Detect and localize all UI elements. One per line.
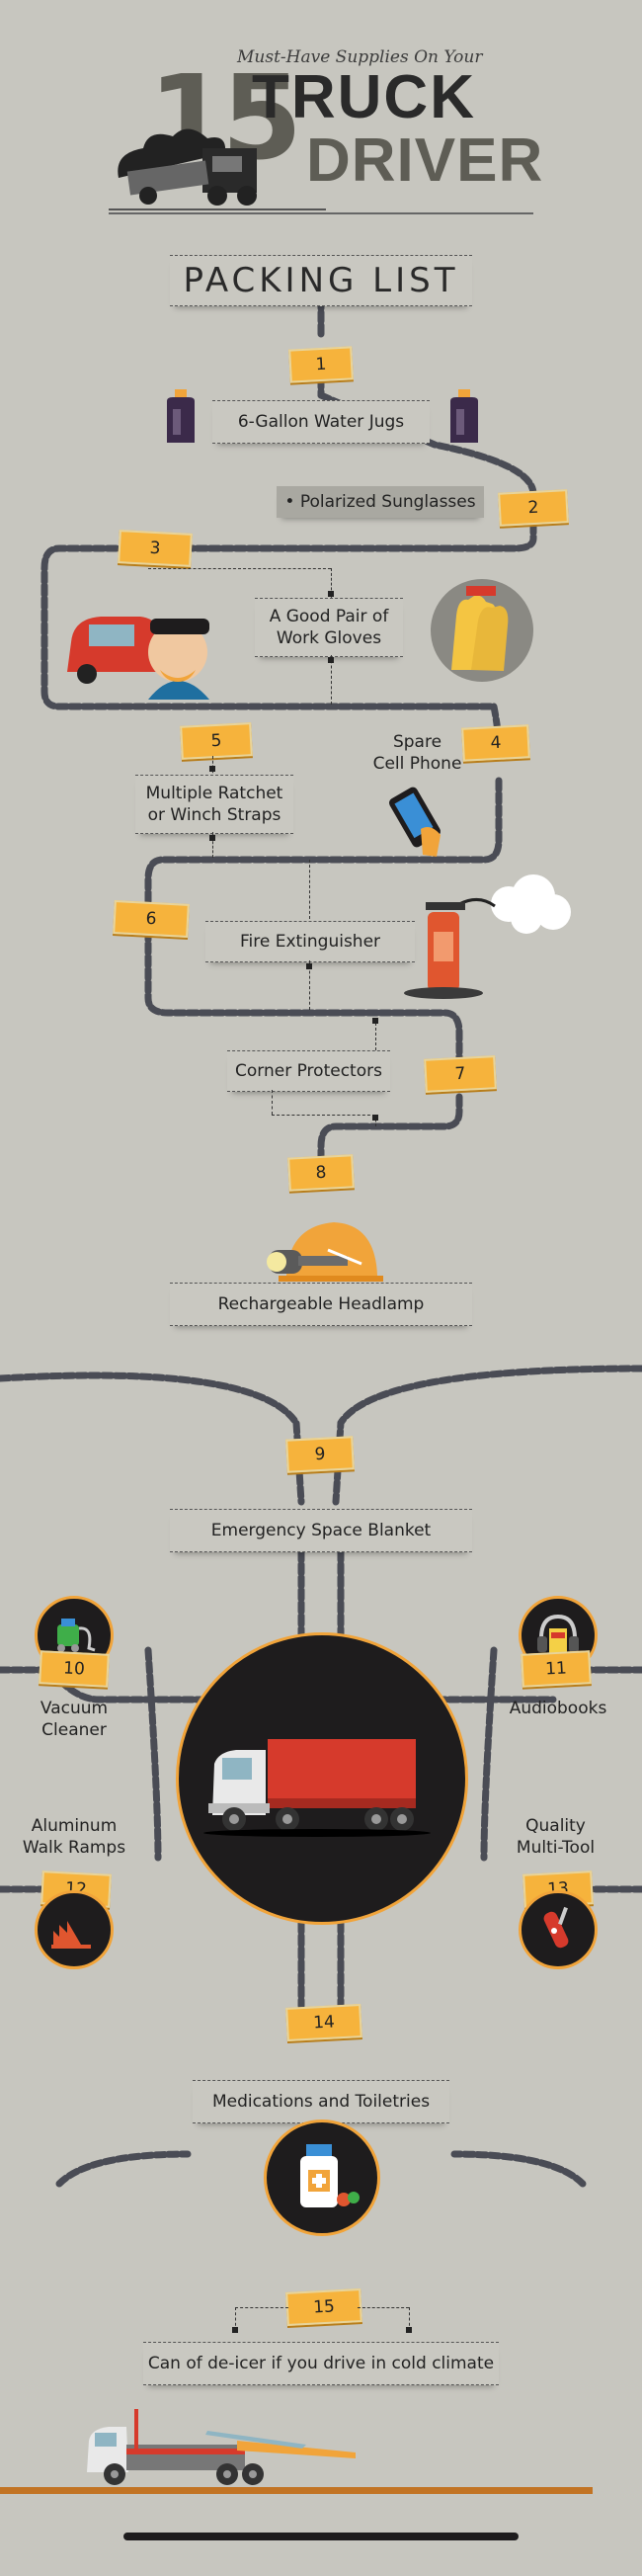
item-number-6: 6 xyxy=(113,900,190,938)
item-1-label: 6-Gallon Water Jugs xyxy=(212,400,430,444)
item-number-8: 8 xyxy=(287,1154,355,1192)
header-title-truck: TRUCK xyxy=(252,63,476,131)
road-line xyxy=(0,2487,593,2494)
page-title: PACKING LIST xyxy=(170,255,472,306)
item-8-label: Rechargeable Headlamp xyxy=(170,1283,472,1326)
item-9-label: Emergency Space Blanket xyxy=(170,1509,472,1552)
multitool-circle xyxy=(519,1890,598,1969)
item-6-label: Fire Extinguisher xyxy=(205,921,415,962)
cell-phone-icon xyxy=(388,787,441,857)
semi-truck-icon xyxy=(203,1739,431,1837)
ramps-circle xyxy=(35,1890,114,1969)
multitool-icon xyxy=(543,1906,569,1949)
vacuum-icon xyxy=(57,1619,96,1652)
audiobook-icon xyxy=(537,1614,579,1654)
driver-car-icon xyxy=(67,617,209,700)
item-number-14: 14 xyxy=(285,2004,362,2041)
item-15-label: Can of de-icer if you drive in cold clim… xyxy=(143,2342,499,2385)
item-11-label: Audiobooks xyxy=(509,1699,607,1718)
item-14-label: Medications and Toiletries xyxy=(193,2080,449,2123)
header-title-driver: DRIVER xyxy=(306,126,544,195)
item-7-label: Corner Protectors xyxy=(227,1050,390,1092)
gloves-icon xyxy=(431,579,533,682)
water-jug-icon xyxy=(167,389,195,443)
semi-truck-circle xyxy=(176,1632,468,1925)
item-number-5: 5 xyxy=(180,722,253,760)
medicine-circle xyxy=(264,2119,380,2236)
header-subtitle: Must-Have Supplies On Your xyxy=(237,47,483,67)
header: Must-Have Supplies On Your 15 TRUCK DRIV… xyxy=(109,40,542,227)
header-truck-icon xyxy=(109,128,326,210)
item-number-11: 11 xyxy=(521,1650,592,1688)
item-2-label: • Polarized Sunglasses xyxy=(277,486,484,518)
item-number-10: 10 xyxy=(39,1650,110,1688)
ramps-icon xyxy=(51,1921,91,1949)
item-number-1: 1 xyxy=(288,346,354,383)
item-number-2: 2 xyxy=(498,489,569,527)
fire-extinguisher-icon xyxy=(404,874,571,999)
tow-truck-icon xyxy=(87,2409,356,2485)
medicine-icon xyxy=(300,2144,360,2207)
footer-bar xyxy=(123,2533,519,2540)
page-title-text: PACKING LIST xyxy=(183,261,459,300)
item-number-15: 15 xyxy=(285,2288,362,2326)
water-jug-icon xyxy=(450,389,478,443)
item-number-3: 3 xyxy=(118,530,193,567)
item-number-9: 9 xyxy=(285,1436,355,1473)
item-number-7: 7 xyxy=(424,1055,497,1093)
headlamp-icon xyxy=(267,1222,383,1282)
